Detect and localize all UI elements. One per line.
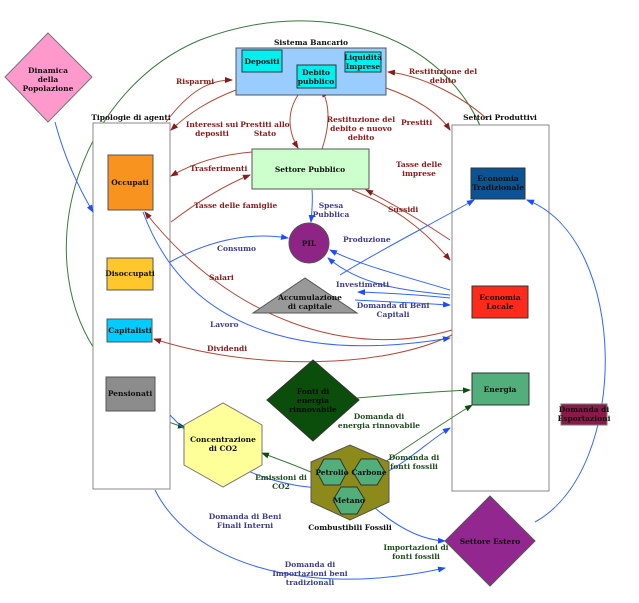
svg-text:Depositi: Depositi (245, 57, 280, 66)
disoccupati-node[interactable]: Disoccupati (105, 257, 155, 291)
svg-text:Occupati: Occupati (111, 178, 149, 187)
svg-text:Disoccupati: Disoccupati (105, 269, 155, 278)
svg-text:PIL: PIL (302, 239, 317, 248)
pil-node[interactable]: PIL (288, 222, 330, 264)
svg-text:Sussidi: Sussidi (388, 205, 418, 214)
svg-text:Salari: Salari (209, 273, 234, 282)
capitalisti-node[interactable]: Capitalisti (106, 318, 153, 343)
svg-text:Tasse delle famiglie: Tasse delle famiglie (194, 201, 277, 210)
svg-text:Consumo: Consumo (217, 244, 256, 253)
svg-text:Investimenti: Investimenti (336, 280, 389, 289)
svg-text:Produzione: Produzione (343, 235, 391, 244)
svg-text:Prestiti: Prestiti (401, 118, 432, 127)
occupati-node[interactable]: Occupati (107, 154, 154, 211)
label-risparmi: Risparmi (176, 77, 214, 86)
svg-text:Energia: Energia (484, 385, 517, 394)
svg-text:Trasferimenti: Trasferimenti (190, 164, 247, 173)
svg-text:Settore Pubblico: Settore Pubblico (275, 165, 345, 174)
pensionati-node[interactable]: Pensionati (105, 376, 156, 412)
energy-flows (261, 387, 473, 474)
svg-text:Petrolio: Petrolio (315, 468, 348, 477)
svg-text:Settore Estero: Settore Estero (460, 537, 521, 546)
svg-text:Pensionati: Pensionati (108, 389, 153, 398)
energy-node[interactable]: Energia (471, 372, 530, 406)
svg-text:Combustibili Fossili: Combustibili Fossili (308, 523, 392, 532)
fossil-fuels-node[interactable]: Petrolio Carbone Metano Combustibili Fos… (308, 444, 392, 532)
svg-text:Sistema Bancario: Sistema Bancario (274, 38, 348, 47)
svg-text:Carbone: Carbone (351, 468, 386, 477)
agents-title: Tipologie di agenti (91, 113, 171, 122)
public-sector-node[interactable]: Settore Pubblico (251, 148, 370, 190)
svg-text:Capitalisti: Capitalisti (108, 326, 152, 335)
svg-text:Lavoro: Lavoro (210, 320, 238, 329)
sectors-title: Settori Produttivi (463, 113, 537, 122)
foreign-sector-node[interactable]: Settore Estero (444, 495, 536, 587)
svg-text:Dividendi: Dividendi (207, 344, 247, 353)
svg-text:Metano: Metano (333, 496, 365, 505)
